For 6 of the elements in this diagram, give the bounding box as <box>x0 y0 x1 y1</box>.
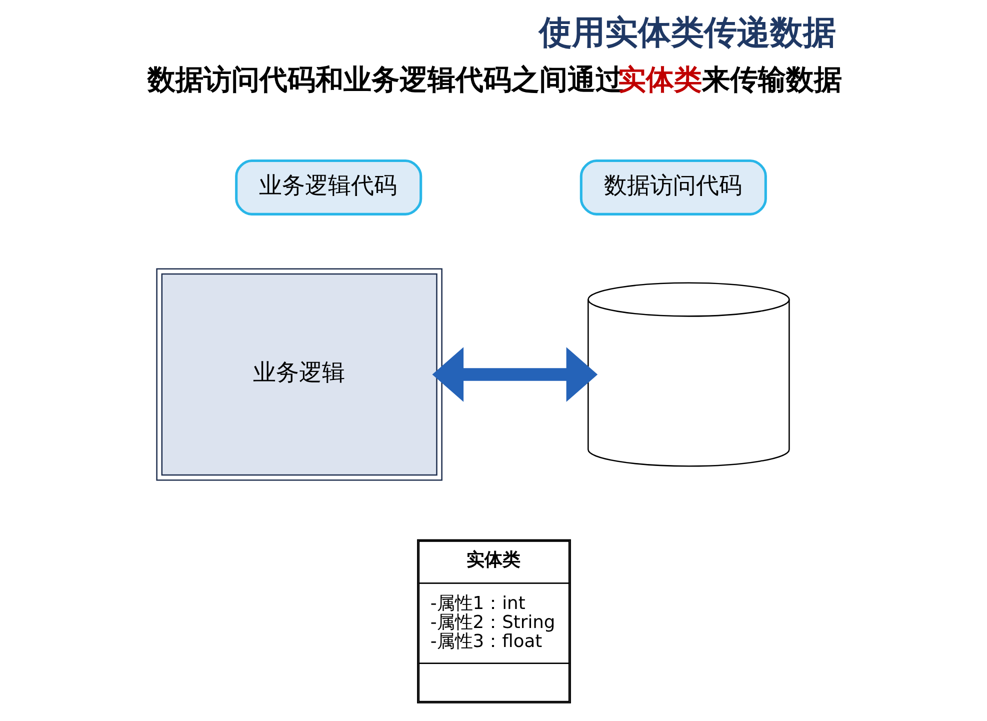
node-box: 业务逻辑 <box>156 268 442 481</box>
label: 数据访问代码和业务逻辑代码之间通过实体类来传输数据 <box>146 62 842 96</box>
arrow <box>432 347 598 402</box>
node-box: 数据访问代码 <box>579 159 766 216</box>
node-box: 业务逻辑代码 <box>234 159 422 216</box>
diagram-title: 使用实体类传递数据 <box>538 12 836 52</box>
